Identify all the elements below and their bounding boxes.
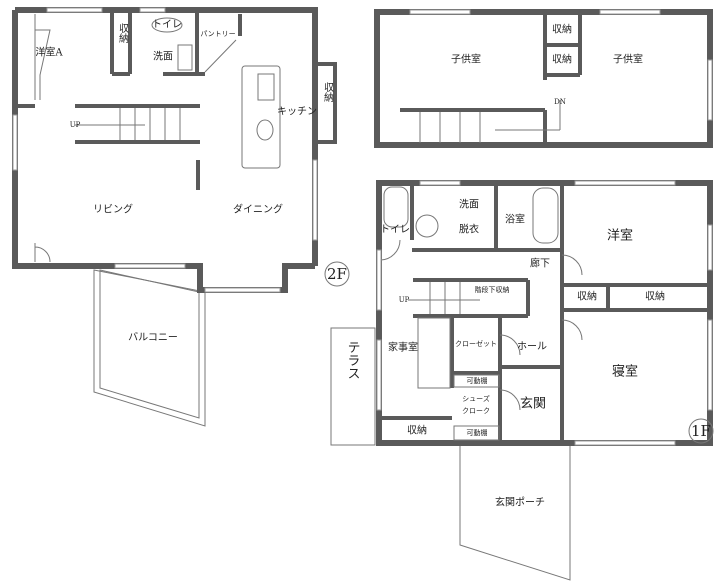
room-washroom-2f: 洗面 [153, 51, 173, 63]
room-washroom-1f: 洗面 [459, 199, 479, 211]
room-hall: ホール [517, 341, 547, 353]
room-living: リビング [93, 203, 133, 216]
room-storage-a: 収納 [117, 23, 129, 44]
toilet-fixture [151, 17, 183, 33]
room-balcony: バルコニー [128, 332, 178, 344]
floor-badge-2f: 2F [327, 265, 347, 283]
room-toilet-1f: トイレ [380, 225, 410, 236]
door-swing [34, 243, 51, 263]
floor-2f: 洋室A 収納 トイレ 洗面 パントリー キッチン 収納 UP リビング ダイニン… [12, 7, 350, 427]
floor-badge-1f: 1F [691, 422, 711, 440]
room-storage-kitchen: 収納 [322, 82, 334, 103]
stairs-down-3f: DN [554, 98, 566, 106]
room-under-stair-storage: 階段下収納 [475, 285, 510, 294]
floor-3f: 子供室 子供室 収納 収納 DN [374, 9, 713, 148]
room-storage-1f-1: 収納 [577, 290, 597, 303]
room-bath: 浴室 [505, 213, 525, 226]
closet-shelf [417, 317, 451, 389]
terrace-outline [330, 327, 376, 446]
room-entrance: 玄関 [520, 397, 546, 412]
room-storage-3f-1: 収納 [552, 23, 572, 36]
room-western-a: 洋室A [35, 46, 63, 59]
room-porch: 玄関ポーチ [495, 496, 545, 509]
room-toilet-2f: トイレ [152, 20, 182, 31]
room-dining: ダイニング [233, 203, 283, 216]
room-utility: 家事室 [388, 341, 418, 354]
room-terrace: テラス [345, 341, 360, 380]
floor-1f: トイレ 洗面 脱衣 浴室 洋室 廊下 収納 収納 階段下収納 UP 家事室 クロ… [330, 180, 714, 581]
room-closet: クローゼット [455, 339, 497, 348]
room-bedroom: 寝室 [612, 364, 638, 380]
room-western-1f: 洋室 [607, 228, 633, 244]
stairs-up-2f: UP [70, 121, 81, 129]
room-storage-1f-2: 収納 [645, 290, 665, 303]
bathtub [532, 187, 559, 244]
toilet-1f-fixture [383, 186, 409, 228]
room-shoe-closet-line1: シューズ [462, 394, 490, 403]
stairs-3f [419, 100, 561, 143]
room-kitchen: キッチン [277, 106, 317, 118]
shelf-1: 可動棚 [467, 376, 488, 385]
stairs-up-1f: UP [399, 296, 410, 304]
room-storage-3f-2: 収納 [552, 53, 572, 66]
shelf-2: 可動棚 [467, 428, 488, 437]
room-shoe-closet-line2: クローク [462, 407, 490, 415]
room-pantry: パントリー [200, 30, 235, 38]
stairs-2f [75, 108, 181, 140]
room-dressing: 脱衣 [459, 223, 479, 236]
room-storage-1f-3: 収納 [407, 424, 427, 437]
walls-3f [374, 9, 713, 148]
room-hallway: 廊下 [530, 257, 550, 270]
stairs-1f [408, 282, 480, 314]
room-kids-left: 子供室 [451, 53, 481, 66]
room-kids-right: 子供室 [613, 53, 643, 66]
porch-outline [459, 444, 571, 581]
